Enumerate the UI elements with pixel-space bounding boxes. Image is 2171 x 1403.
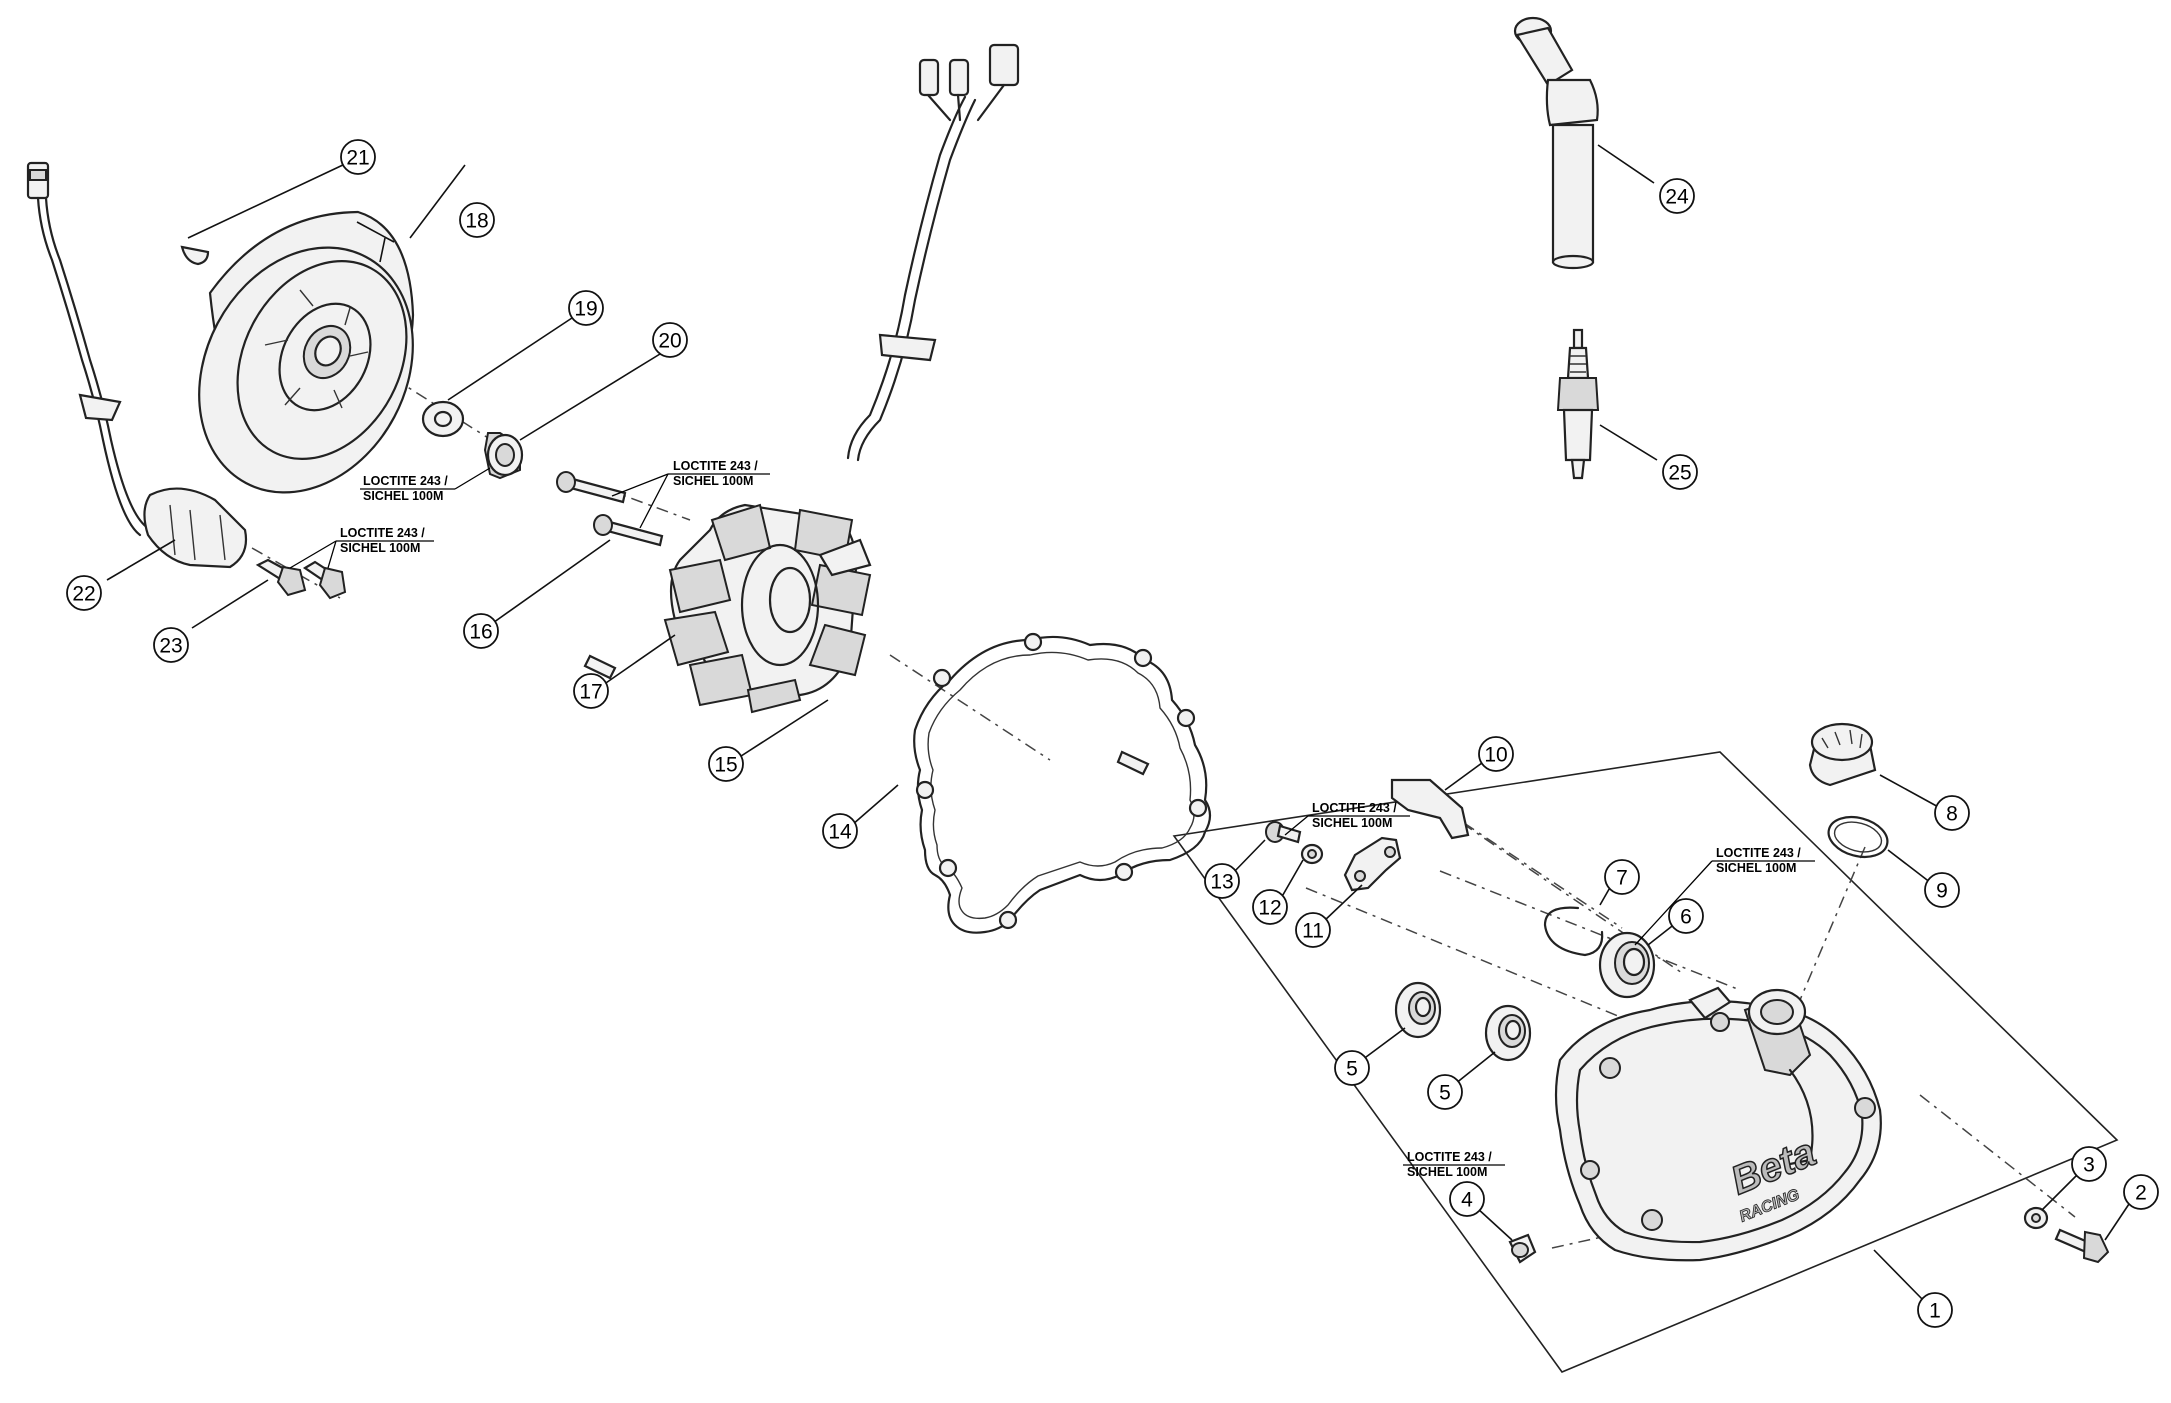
svg-text:5: 5 — [1439, 1082, 1451, 1105]
loctite-note-stator: LOCTITE 243 / SICHEL 100M — [611, 459, 770, 529]
svg-text:24: 24 — [1665, 186, 1689, 209]
pickup-sensor-part — [26, 161, 248, 569]
callout-14: 14 — [822, 813, 858, 849]
callout-10: 10 — [1478, 736, 1514, 772]
svg-text:6: 6 — [1680, 906, 1692, 929]
svg-text:3: 3 — [2083, 1154, 2095, 1177]
svg-text:SICHEL 100M: SICHEL 100M — [1312, 816, 1392, 830]
assembly-plate-outline — [1172, 751, 2119, 1373]
small-washer-part — [1300, 843, 1324, 865]
washer-part — [421, 400, 465, 438]
chain-guide-part — [1343, 836, 1402, 892]
svg-text:LOCTITE 243 /: LOCTITE 243 / — [1312, 801, 1397, 815]
svg-text:9: 9 — [1936, 880, 1948, 903]
svg-text:15: 15 — [714, 754, 737, 777]
callout-21: 21 — [340, 139, 376, 175]
svg-text:SICHEL 100M: SICHEL 100M — [363, 489, 443, 503]
circlip-part — [1543, 906, 1604, 957]
callout-11: 11 — [1295, 912, 1331, 948]
loctite-note-sensor: LOCTITE 243 / SICHEL 100M — [289, 526, 434, 569]
svg-text:SICHEL 100M: SICHEL 100M — [673, 474, 753, 488]
callout-3: 3 — [2071, 1146, 2107, 1182]
svg-text:18: 18 — [465, 210, 488, 233]
svg-text:25: 25 — [1668, 462, 1691, 485]
loctite-note-seal: LOCTITE 243 / SICHEL 100M — [1634, 846, 1815, 946]
svg-text:LOCTITE 243 /: LOCTITE 243 / — [340, 526, 425, 540]
leader-lines — [106, 144, 2132, 1303]
callout-25: 25 — [1662, 454, 1698, 490]
spark-plug-cap-part — [1513, 16, 1599, 270]
svg-text:LOCTITE 243 /: LOCTITE 243 / — [1407, 1150, 1492, 1164]
bearing-part-b — [1484, 1004, 1532, 1062]
callout-7: 7 — [1604, 859, 1640, 895]
callout-23: 23 — [153, 627, 189, 663]
ignition-cover-part: Beta RACING — [1554, 986, 1882, 1262]
callout-2: 2 — [2123, 1174, 2159, 1210]
callout-6: 6 — [1668, 898, 1704, 934]
filler-plug-part — [1808, 722, 1877, 787]
callout-12: 12 — [1252, 889, 1288, 925]
svg-text:5: 5 — [1346, 1058, 1358, 1081]
oil-seal-part — [1598, 931, 1656, 999]
bearing-part-a — [1394, 981, 1442, 1039]
svg-text:LOCTITE 243 /: LOCTITE 243 / — [673, 459, 758, 473]
svg-text:19: 19 — [574, 298, 597, 321]
callout-19: 19 — [568, 290, 604, 326]
callout-5a: 5 — [1334, 1050, 1370, 1086]
svg-text:7: 7 — [1616, 867, 1628, 890]
callout-5b: 5 — [1427, 1074, 1463, 1110]
svg-text:SICHEL 100M: SICHEL 100M — [1407, 1165, 1487, 1179]
svg-text:2: 2 — [2135, 1182, 2147, 1205]
svg-text:LOCTITE 243 /: LOCTITE 243 / — [1716, 846, 1801, 860]
svg-text:17: 17 — [579, 681, 602, 704]
svg-text:23: 23 — [159, 635, 182, 658]
callout-22: 22 — [66, 575, 102, 611]
sensor-bolts-part — [255, 558, 347, 600]
spark-plug-part — [1556, 328, 1600, 480]
loctite-note-guide: LOCTITE 243 / SICHEL 100M — [1284, 801, 1410, 836]
loctite-note-plug: LOCTITE 243 / SICHEL 100M — [1403, 1150, 1505, 1179]
svg-text:8: 8 — [1946, 803, 1958, 826]
svg-text:10: 10 — [1484, 744, 1507, 767]
callout-18: 18 — [459, 202, 495, 238]
loctite-note-flywheel: LOCTITE 243 / SICHEL 100M — [360, 467, 491, 503]
svg-text:22: 22 — [72, 583, 95, 606]
flywheel-nut-part — [483, 432, 524, 480]
svg-text:21: 21 — [346, 147, 369, 170]
callout-24: 24 — [1659, 178, 1695, 214]
bracket-plate-part — [1390, 778, 1470, 840]
callout-9: 9 — [1924, 872, 1960, 908]
stator-screws-part — [556, 471, 664, 547]
callout-13: 13 — [1204, 863, 1240, 899]
svg-text:LOCTITE 243 /: LOCTITE 243 / — [363, 474, 448, 488]
svg-text:20: 20 — [658, 330, 681, 353]
woodruff-key-part — [180, 245, 210, 266]
svg-text:14: 14 — [828, 821, 852, 844]
stator-part — [663, 43, 1020, 714]
small-screw-part — [1265, 821, 1302, 844]
callout-1: 1 — [1917, 1292, 1953, 1328]
flywheel-rotor-part — [198, 210, 415, 494]
cover-washer-part — [2023, 1206, 2049, 1230]
callout-20: 20 — [652, 322, 688, 358]
cover-plug-part — [1508, 1233, 1537, 1264]
svg-text:1: 1 — [1929, 1300, 1941, 1323]
svg-text:4: 4 — [1461, 1189, 1473, 1212]
cover-gasket-part — [913, 632, 1212, 934]
callout-17: 17 — [573, 673, 609, 709]
callout-15: 15 — [708, 746, 744, 782]
svg-text:SICHEL 100M: SICHEL 100M — [340, 541, 420, 555]
callout-4: 4 — [1449, 1181, 1485, 1217]
svg-text:11: 11 — [1302, 920, 1324, 943]
svg-text:13: 13 — [1210, 871, 1233, 894]
svg-text:12: 12 — [1258, 897, 1281, 920]
cover-bolt-part — [2054, 1228, 2110, 1264]
callout-16: 16 — [463, 613, 499, 649]
svg-text:SICHEL 100M: SICHEL 100M — [1716, 861, 1796, 875]
o-ring-part — [1827, 815, 1889, 859]
callout-8: 8 — [1934, 795, 1970, 831]
dowel-pin-part — [583, 654, 1150, 776]
svg-text:16: 16 — [469, 621, 492, 644]
